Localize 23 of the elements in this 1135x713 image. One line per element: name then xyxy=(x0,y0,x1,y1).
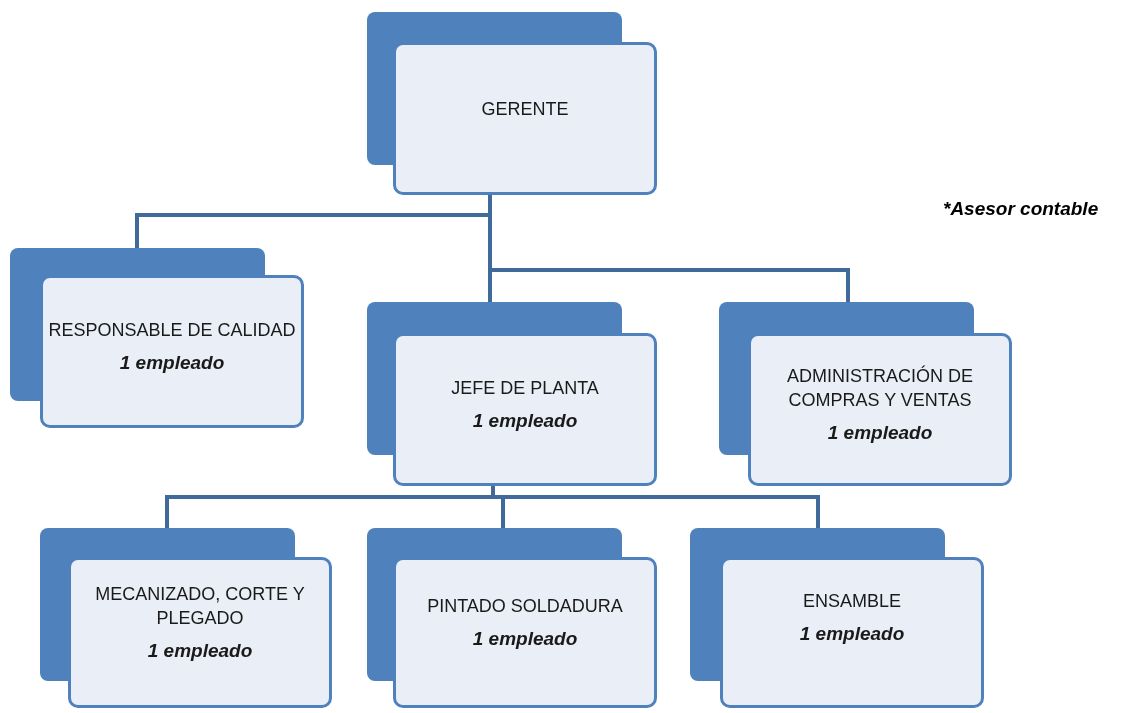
position-title: JEFE DE PLANTA xyxy=(451,376,599,400)
position-title: PINTADO SOLDADURA xyxy=(427,594,623,618)
org-chart-box xyxy=(690,528,984,708)
org-chart-box xyxy=(367,12,657,195)
org-chart-box xyxy=(719,302,1012,486)
staff-count: 1 empleado xyxy=(472,410,578,433)
connector-line xyxy=(491,486,820,528)
position-title: ENSAMBLE xyxy=(802,589,901,613)
staff-count: 1 empleado xyxy=(827,421,933,444)
position-title: RESPONSABLE DE CALIDAD xyxy=(48,318,296,342)
org-chart-box xyxy=(367,528,657,708)
org-chart-box xyxy=(367,302,657,486)
position-title: MECANIZADO, CORTE Y PLEGADO xyxy=(94,583,306,630)
note-text: *Asesor contable xyxy=(943,198,1099,220)
position-title: ADMINISTRACIÓN DE COMPRAS Y VENTAS xyxy=(786,365,974,412)
org-chart-box xyxy=(10,248,304,428)
org-chart-box xyxy=(40,528,332,708)
staff-count: 1 empleado xyxy=(799,623,905,646)
position-title: GERENTE xyxy=(481,97,569,121)
connector-line xyxy=(488,195,850,302)
staff-count: 1 empleado xyxy=(147,639,253,662)
staff-count: 1 empleado xyxy=(119,352,225,375)
staff-count: 1 empleado xyxy=(472,628,578,651)
